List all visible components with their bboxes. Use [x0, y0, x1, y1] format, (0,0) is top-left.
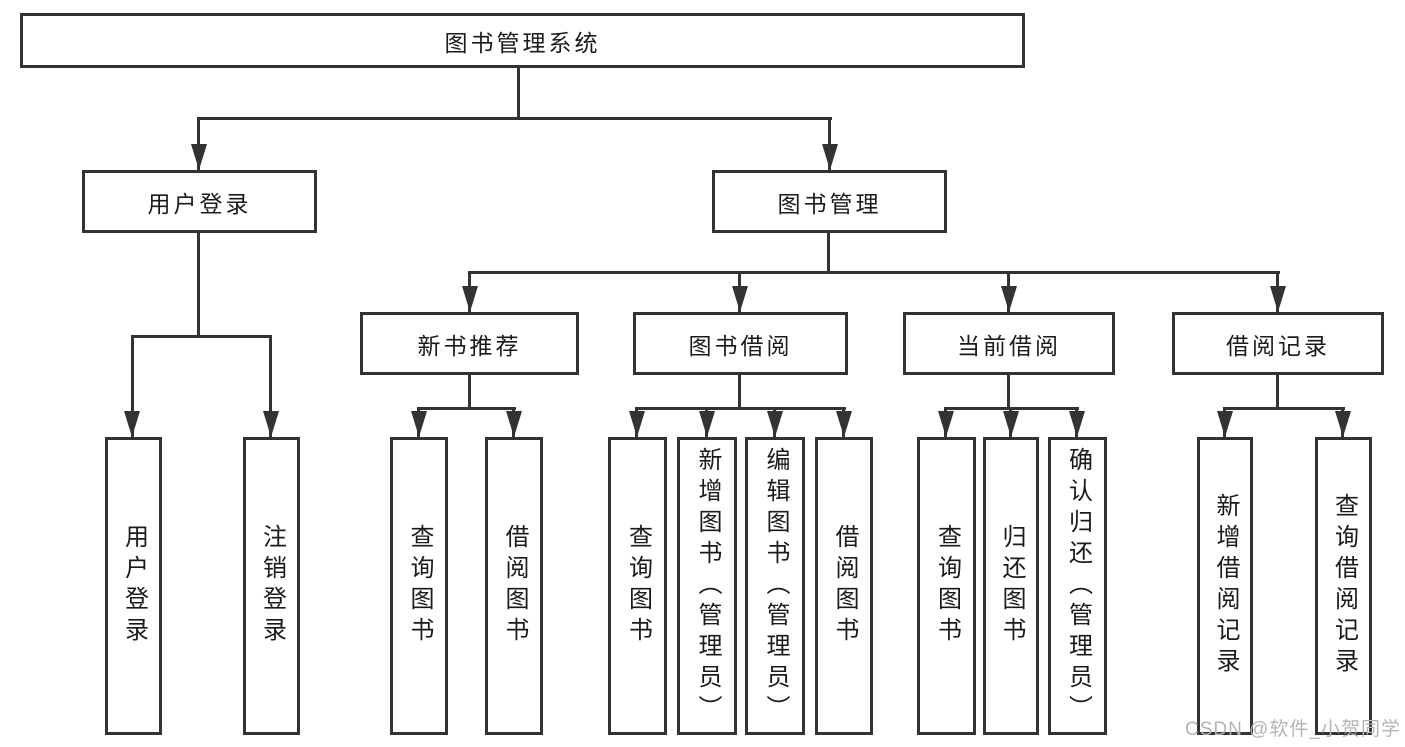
arrow-down-icon	[836, 411, 852, 437]
connector-drop-user-login	[197, 117, 200, 170]
node-label: 借阅记录	[1226, 332, 1330, 359]
connector-current-borrow-stem	[1007, 375, 1010, 407]
node-label: 查询图书	[933, 524, 961, 648]
arrow-down-icon	[629, 411, 645, 437]
node-label: 查询图书	[624, 524, 652, 648]
connector-user-login-rail	[131, 335, 272, 338]
node-leaf-borrow-book-1: 借阅图书	[485, 437, 543, 735]
node-leaf-query-book-2: 查询图书	[608, 437, 667, 735]
node-label: 图书借阅	[688, 332, 793, 359]
connector-root-stem	[517, 68, 520, 117]
connector-borrow-records-stem	[1276, 375, 1279, 407]
node-leaf-query-borrow-record: 查询借阅记录	[1315, 437, 1372, 735]
arrow-down-icon	[938, 411, 954, 437]
connector-book-mgmt-stem	[827, 233, 830, 271]
node-label: 用户登录	[120, 524, 148, 648]
node-leaf-confirm-return-admin: 确认归还（管理员）	[1048, 437, 1107, 735]
node-label: 归还图书	[998, 524, 1025, 648]
node-leaf-edit-book-admin: 编辑图书（管理员）	[745, 437, 805, 735]
connector-drop-leaf-logout	[269, 335, 272, 437]
arrow-down-icon	[191, 144, 207, 170]
connector-drop-leaf-login	[131, 335, 134, 437]
node-leaf-query-book-3: 查询图书	[917, 437, 976, 735]
node-label: 编辑图书（管理员）	[762, 446, 789, 726]
csdn-watermark: CSDN @软件_小贺同学	[1185, 719, 1401, 740]
arrow-down-icon	[1335, 411, 1351, 437]
node-label: 查询图书	[406, 524, 433, 648]
arrow-down-icon	[1069, 411, 1085, 437]
node-current-borrowing: 当前借阅	[903, 312, 1115, 375]
node-label: 新书推荐	[417, 332, 522, 359]
connector-book-borrow-stem	[738, 375, 741, 407]
arrow-down-icon	[1270, 286, 1286, 312]
connector-root-rail	[197, 117, 832, 120]
arrow-down-icon	[506, 411, 522, 437]
arrow-down-icon	[1003, 411, 1019, 437]
node-label: 用户登录	[147, 190, 252, 217]
node-leaf-return-book: 归还图书	[983, 437, 1039, 735]
node-label: 查询借阅记录	[1330, 493, 1358, 679]
connector-book-borrow-rail	[635, 407, 846, 410]
node-label: 新增借阅记录	[1212, 493, 1239, 679]
connector-drop-book-mgmt	[828, 117, 831, 170]
node-label: 图书管理	[777, 190, 882, 217]
connector-user-login-stem	[197, 233, 200, 335]
connector-book-mgmt-rail	[468, 271, 1280, 274]
node-leaf-borrow-book-2: 借阅图书	[815, 437, 873, 735]
arrow-down-icon	[1217, 411, 1233, 437]
arrow-down-icon	[822, 144, 838, 170]
node-label: 图书管理系统	[444, 29, 601, 56]
arrow-down-icon	[263, 411, 279, 437]
arrow-down-icon	[767, 411, 783, 437]
node-leaf-add-book-admin: 新增图书（管理员）	[677, 437, 737, 735]
connector-borrow-records-rail	[1223, 407, 1345, 410]
node-book-management: 图书管理	[712, 170, 947, 233]
node-book-borrowing: 图书借阅	[633, 312, 848, 375]
arrow-down-icon	[1001, 286, 1017, 312]
node-leaf-user-login: 用户登录	[105, 437, 162, 735]
node-label: 借阅图书	[501, 524, 528, 648]
node-leaf-query-book-1: 查询图书	[390, 437, 448, 735]
node-label: 确认归还（管理员）	[1064, 446, 1092, 726]
arrow-down-icon	[699, 411, 715, 437]
arrow-down-icon	[732, 286, 748, 312]
node-label: 新增图书（管理员）	[694, 446, 721, 726]
node-new-book-recommend: 新书推荐	[360, 312, 579, 375]
node-user-login: 用户登录	[82, 170, 317, 233]
connector-new-book-rail	[417, 407, 516, 410]
node-library-system: 图书管理系统	[20, 13, 1025, 68]
connector-new-book-stem	[468, 375, 471, 407]
node-leaf-add-borrow-record: 新增借阅记录	[1197, 437, 1253, 735]
node-label: 当前借阅	[957, 332, 1061, 359]
node-label: 借阅图书	[831, 524, 858, 648]
node-borrowing-records: 借阅记录	[1172, 312, 1384, 375]
node-label: 注销登录	[258, 524, 286, 648]
arrow-down-icon	[124, 411, 140, 437]
arrow-down-icon	[411, 411, 427, 437]
arrow-down-icon	[462, 286, 478, 312]
node-leaf-logout: 注销登录	[243, 437, 300, 735]
